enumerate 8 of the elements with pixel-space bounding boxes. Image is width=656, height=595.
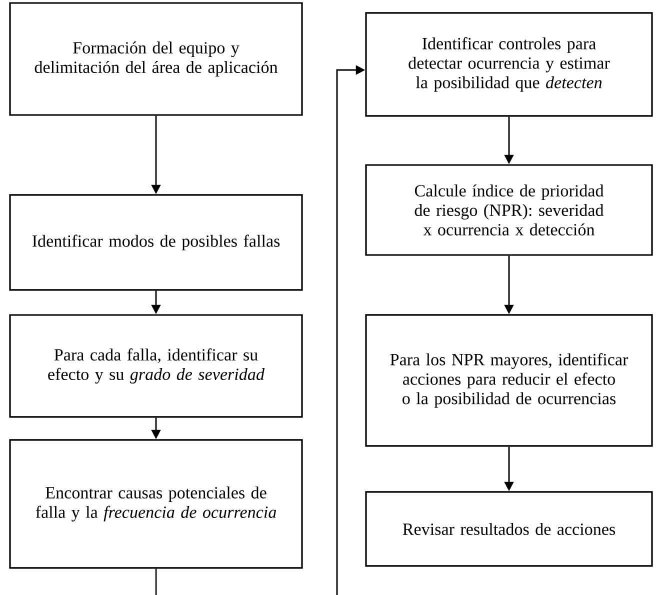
process-box: Para cada falla, identificar su efecto y su grado de severidad — [9, 314, 303, 418]
process-box: Para los NPR mayores, identificar acciones para reducir el efecto o la posibilidad de ocurrencias — [365, 314, 653, 447]
process-box: Encontrar causas potenciales de falla y la frecuencia de ocurrencia — [9, 439, 303, 569]
process-box: Identificar controles para detectar ocurrencia y estimar la posibilidad que detecten — [365, 12, 653, 117]
process-box: Revisar resultados de acciones — [365, 491, 653, 567]
process-box: Identificar modos de posibles fallas — [9, 194, 303, 291]
process-box: Calcule índice de prioridad de riesgo (NPR): severidad x ocurrencia x detección — [365, 164, 653, 256]
process-box: Formación del equipo y delimitación del área de aplicación — [9, 2, 303, 116]
